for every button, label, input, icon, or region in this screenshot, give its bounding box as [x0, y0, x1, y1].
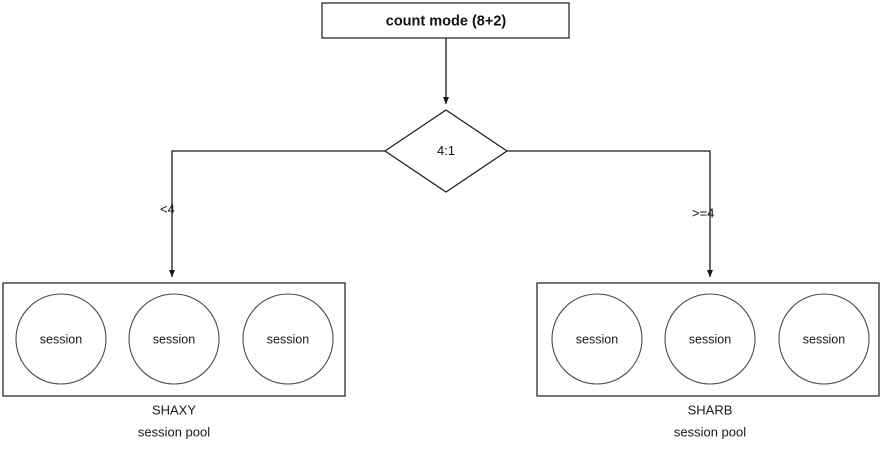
decision-node[interactable]: 4:1 — [383, 109, 509, 193]
start-node-label: count mode (8+2) — [386, 13, 507, 29]
session-label: session — [267, 332, 309, 346]
session-circle — [551, 293, 643, 385]
session-item[interactable]: session — [778, 293, 870, 385]
session-item[interactable]: session — [551, 293, 643, 385]
session-label: session — [153, 332, 195, 346]
session-circle — [778, 293, 870, 385]
start-node[interactable]: count mode (8+2) — [321, 2, 570, 39]
session-circle — [664, 293, 756, 385]
session-label: session — [576, 332, 618, 346]
start-node-box — [321, 2, 570, 39]
branch-label-greater-equal-4: >=4 — [692, 205, 714, 220]
decision-node-label: 4:1 — [437, 143, 455, 158]
decision-node-diamond — [383, 109, 509, 193]
session-circle — [128, 293, 220, 385]
shaxy-pool-subtitle: session pool — [138, 424, 210, 439]
session-label: session — [689, 332, 731, 346]
session-item[interactable]: session — [242, 293, 334, 385]
session-item[interactable]: session — [15, 293, 107, 385]
session-item[interactable]: session — [128, 293, 220, 385]
session-circle — [15, 293, 107, 385]
sharb-pool-subtitle: session pool — [674, 424, 746, 439]
session-item[interactable]: session — [664, 293, 756, 385]
session-pool-shaxy[interactable]: session session session SHAXY session po… — [2, 282, 346, 439]
session-label: session — [40, 332, 82, 346]
session-pool-sharb[interactable]: session session session SHARB session po… — [536, 282, 880, 439]
connector-decision-to-shaxy — [168, 150, 385, 278]
shaxy-pool-name: SHAXY — [152, 402, 196, 417]
session-label: session — [803, 332, 845, 346]
session-circle — [242, 293, 334, 385]
sharb-pool-name: SHARB — [688, 402, 733, 417]
branch-label-less-than-4: <4 — [160, 201, 175, 216]
connector-decision-to-sharb — [507, 150, 714, 278]
